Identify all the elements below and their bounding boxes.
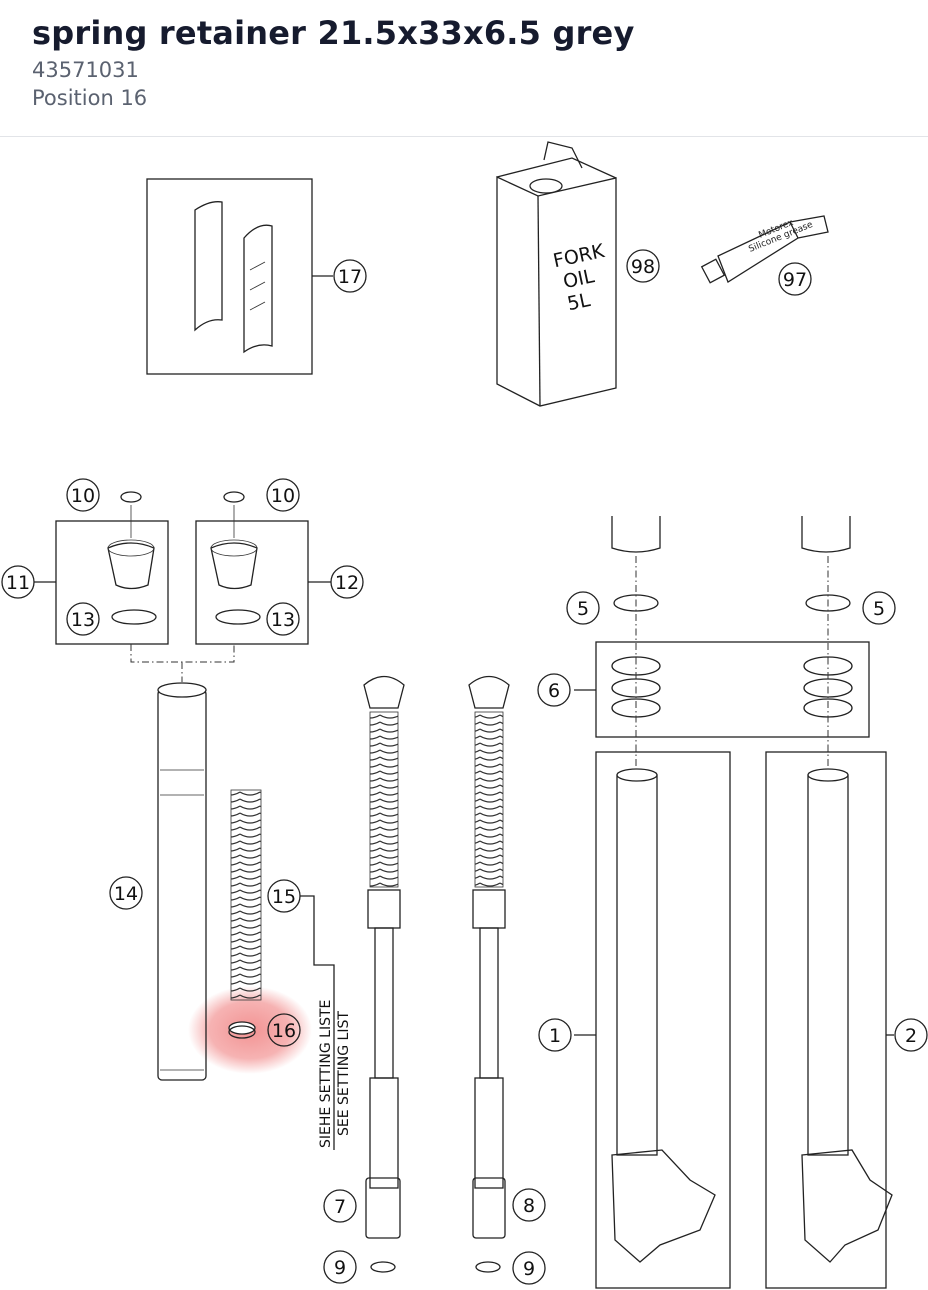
callout-97[interactable]: 97 <box>778 262 812 296</box>
parts-10-13-caps <box>34 491 331 682</box>
callout-5-left-label: 5 <box>577 598 589 620</box>
setting-note-de: SIEHE SETTING LISTE <box>318 1000 334 1148</box>
callout-9-right-label: 9 <box>523 1258 535 1280</box>
callout-5-right[interactable]: 5 <box>862 591 896 625</box>
part-17-decal-kit <box>146 178 333 375</box>
callout-14-label: 14 <box>114 883 138 905</box>
callout-7-label: 7 <box>334 1196 346 1218</box>
callout-97-label: 97 <box>783 269 807 291</box>
callout-9-right[interactable]: 9 <box>512 1251 546 1285</box>
callout-13-right-label: 13 <box>271 609 295 631</box>
callout-5-right-label: 5 <box>873 598 885 620</box>
part-15-spring <box>230 789 262 1001</box>
parts-5-6-seals <box>574 516 870 770</box>
callout-6[interactable]: 6 <box>537 673 571 707</box>
callout-98-label: 98 <box>631 256 655 278</box>
part-position: Position 16 <box>32 86 148 110</box>
callout-15-label: 15 <box>272 886 296 908</box>
callout-8-label: 8 <box>523 1195 535 1217</box>
page-header: spring retainer 21.5x33x6.5 grey 4357103… <box>0 0 928 137</box>
callout-2-label: 2 <box>905 1025 917 1047</box>
callout-7[interactable]: 7 <box>323 1189 357 1223</box>
callout-10-right[interactable]: 10 <box>266 478 300 512</box>
callout-1[interactable]: 1 <box>538 1018 572 1052</box>
callout-2[interactable]: 2 <box>894 1018 928 1052</box>
callout-9-left-label: 9 <box>334 1257 346 1279</box>
exploded-view-diagram: FORK OIL 5L Motorex Silicone grease <box>1 141 928 1289</box>
callout-12[interactable]: 12 <box>330 565 364 599</box>
callout-16[interactable]: 16 <box>267 1013 301 1047</box>
callout-10-right-label: 10 <box>271 485 295 507</box>
callout-6-label: 6 <box>548 680 560 702</box>
part-14-cartridge-tube <box>157 682 207 1081</box>
part-8-cartridge <box>468 675 510 1273</box>
callout-9-left[interactable]: 9 <box>323 1250 357 1284</box>
callout-11-label: 11 <box>6 572 30 594</box>
setting-note-en: SEE SETTING LIST <box>336 1011 352 1136</box>
can-label-line-3: 5L <box>565 289 592 315</box>
callout-10-left[interactable]: 10 <box>66 478 100 512</box>
part-7-cartridge <box>363 675 405 1273</box>
callout-8[interactable]: 8 <box>512 1188 546 1222</box>
part-16-spring-retainer <box>228 1021 256 1039</box>
part-1-outer-tube <box>574 751 731 1289</box>
callout-98[interactable]: 98 <box>626 249 660 283</box>
part-2-outer-tube <box>765 751 894 1289</box>
callout-15[interactable]: 15 <box>267 879 301 913</box>
callout-10-left-label: 10 <box>71 485 95 507</box>
callout-5-left[interactable]: 5 <box>566 591 600 625</box>
callout-17[interactable]: 17 <box>333 259 367 293</box>
callout-11[interactable]: 11 <box>1 565 35 599</box>
callouts: 1 2 5 5 6 7 8 9 9 10 10 11 12 13 13 14 1… <box>1 249 928 1285</box>
callout-13-left[interactable]: 13 <box>66 602 100 636</box>
callout-1-label: 1 <box>549 1025 561 1047</box>
callout-13-right[interactable]: 13 <box>266 602 300 636</box>
callout-14[interactable]: 14 <box>109 876 143 910</box>
part-title: spring retainer 21.5x33x6.5 grey <box>32 14 635 52</box>
part-98-fork-oil-can: FORK OIL 5L <box>496 141 617 407</box>
part-number: 43571031 <box>32 58 139 82</box>
callout-13-left-label: 13 <box>71 609 95 631</box>
callout-12-label: 12 <box>335 572 359 594</box>
callout-17-label: 17 <box>338 266 362 288</box>
callout-16-label: 16 <box>272 1020 296 1042</box>
